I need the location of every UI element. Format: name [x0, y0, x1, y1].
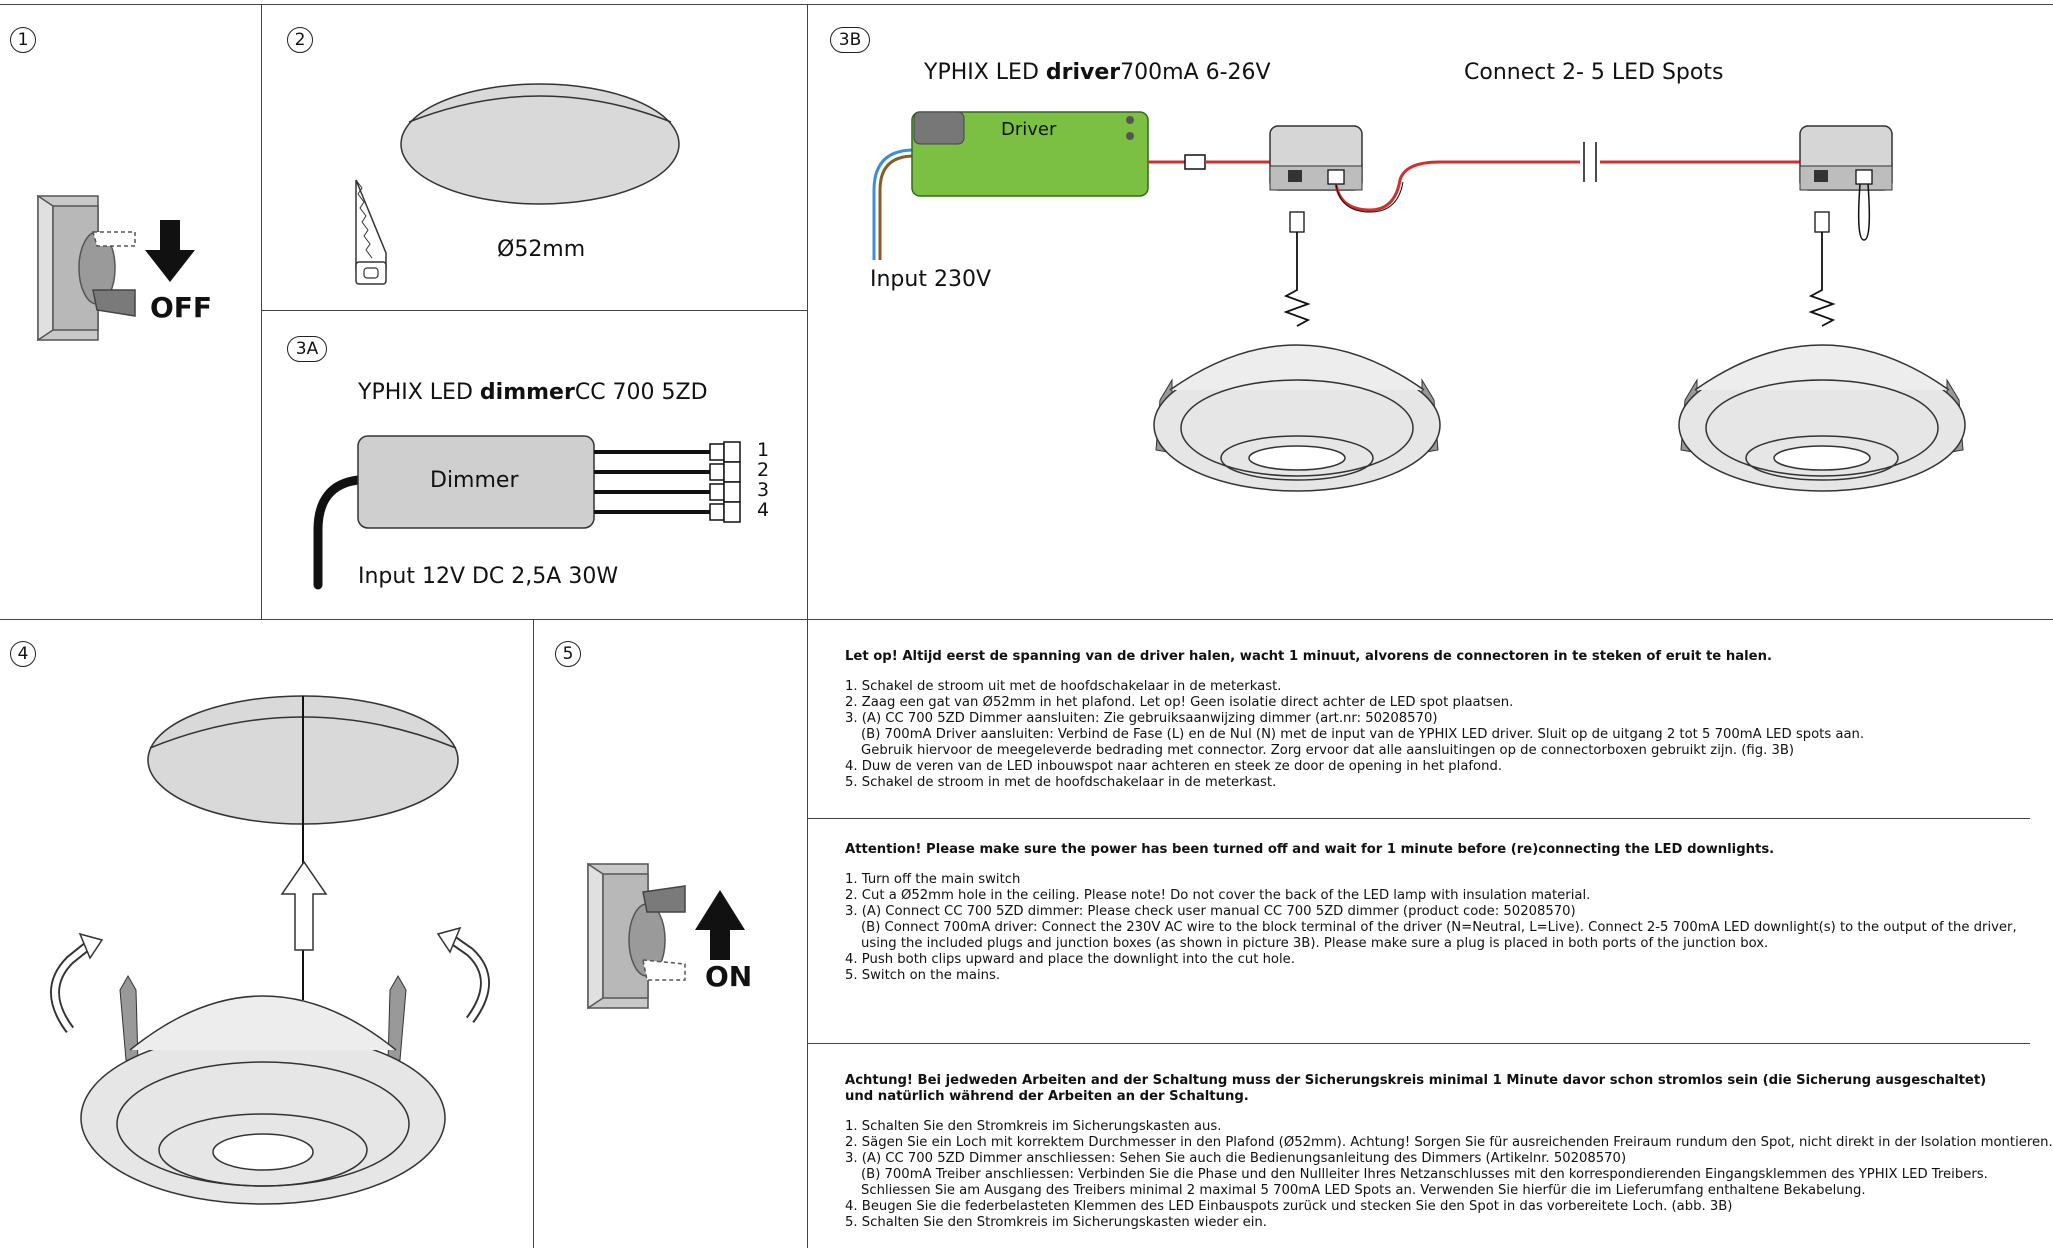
dimmer-output-4: 4 — [757, 499, 770, 521]
driver-input-label: Input 230V — [870, 267, 991, 292]
instructions-de-line: 1. Schalten Sie den Stromkreis im Sicher… — [845, 1119, 1222, 1134]
install-downlight-illustration — [50, 695, 490, 1205]
driver-title: YPHIX LED driver700mA 6-26V — [924, 60, 1271, 85]
step-5-badge: 5 — [555, 641, 581, 667]
instructions-nl-line: 4. Duw de veren van de LED inbouwspot na… — [845, 759, 1503, 774]
col-divider-bottom — [533, 619, 534, 1248]
driver-box-label: Driver — [1001, 119, 1057, 140]
dimmer-output-3: 3 — [757, 479, 770, 501]
hole-diameter-label: Ø52mm — [497, 237, 586, 262]
instructions-en-line: 5. Switch on the mains. — [845, 968, 1001, 983]
instructions-en-line: (B) Connect 700mA driver: Connect the 23… — [861, 920, 2017, 935]
instructions-nl-line: 2. Zaag een gat van Ø52mm in het plafond… — [845, 695, 1514, 710]
on-label: ON — [705, 960, 753, 993]
step-3b-badge: 3B — [830, 27, 870, 53]
instructions-en-line: 1. Turn off the main switch — [845, 872, 1021, 887]
instructions-de-line: Schliessen Sie am Ausgang des Treibers m… — [861, 1183, 1866, 1198]
step-2-badge: 2 — [287, 27, 313, 53]
instructions-de-line: 5. Schalten Sie den Stromkreis im Sicher… — [845, 1215, 1267, 1230]
col-divider-1 — [261, 4, 262, 619]
connect-spots-label: Connect 2- 5 LED Spots — [1464, 60, 1724, 85]
instructions-nl-line: 3. (A) CC 700 5ZD Dimmer aansluiten: Zie… — [845, 711, 1438, 726]
text-divider-2 — [808, 1043, 2030, 1044]
instructions-de-heading: Achtung! Bei jedweden Arbeiten and der S… — [845, 1073, 1987, 1088]
instructions-en-line: 2. Cut a Ø52mm hole in the ceiling. Plea… — [845, 888, 1591, 903]
instructions-nl-heading: Let op! Altijd eerst de spanning van de … — [845, 649, 1772, 664]
instructions-en-line: 3. (A) Connect CC 700 5ZD dimmer: Please… — [845, 904, 1576, 919]
dimmer-illustration — [313, 435, 741, 590]
text-divider-1 — [808, 818, 2030, 819]
step-1-badge: 1 — [10, 27, 36, 53]
instructions-nl-line: (B) 700mA Driver aansluiten: Verbind de … — [861, 727, 1865, 742]
switch-off-illustration — [37, 194, 195, 342]
instructions-nl-line: 1. Schakel de stroom uit met de hoofdsch… — [845, 679, 1282, 694]
instructions-en-line: 4. Push both clips upward and place the … — [845, 952, 1295, 967]
instructions-en: Attention! Please make sure the power ha… — [845, 842, 2017, 984]
saw-icon — [355, 179, 387, 285]
instructions-de-line: 4. Beugen Sie die federbelasteten Klemme… — [845, 1199, 1733, 1214]
instructions-de-line: 3. (A) CC 700 5ZD Dimmer anschliessen: S… — [845, 1151, 1627, 1166]
top-border — [0, 4, 2053, 5]
instructions-de-line: (B) 700mA Treiber anschliessen: Verbinde… — [861, 1167, 1988, 1182]
dimmer-title: YPHIX LED dimmerCC 700 5ZD — [358, 380, 708, 405]
driver-wiring-illustration — [872, 111, 1966, 492]
step-3a-badge: 3A — [287, 336, 327, 362]
row-divider — [0, 619, 2053, 620]
instructions-nl-line: 5. Schakel de stroom in met de hoofdscha… — [845, 775, 1277, 790]
panel2-divider — [261, 310, 807, 311]
switch-on-illustration — [587, 862, 745, 1010]
step-4-badge: 4 — [10, 641, 36, 667]
off-label: OFF — [150, 291, 213, 324]
dimmer-box-label: Dimmer — [430, 468, 519, 493]
dimmer-output-1: 1 — [757, 439, 770, 461]
dimmer-output-2: 2 — [757, 459, 770, 481]
instructions-de: Achtung! Bei jedweden Arbeiten and der S… — [845, 1073, 2053, 1231]
instructions-en-heading: Attention! Please make sure the power ha… — [845, 842, 1775, 857]
dimmer-input-label: Input 12V DC 2,5A 30W — [358, 564, 619, 589]
instructions-en-line: using the included plugs and junction bo… — [861, 936, 1769, 951]
instructions-de-line: 2. Sägen Sie ein Loch mit korrektem Durc… — [845, 1135, 2053, 1150]
instructions-nl-line: Gebruik hiervoor de meegeleverde bedradi… — [861, 743, 1795, 758]
instructions-nl: Let op! Altijd eerst de spanning van de … — [845, 649, 1864, 791]
ceiling-hole-illustration — [400, 83, 680, 205]
col-divider-2 — [807, 4, 808, 1248]
instructions-de-heading-2: und natürlich während der Arbeiten an de… — [845, 1089, 1249, 1104]
